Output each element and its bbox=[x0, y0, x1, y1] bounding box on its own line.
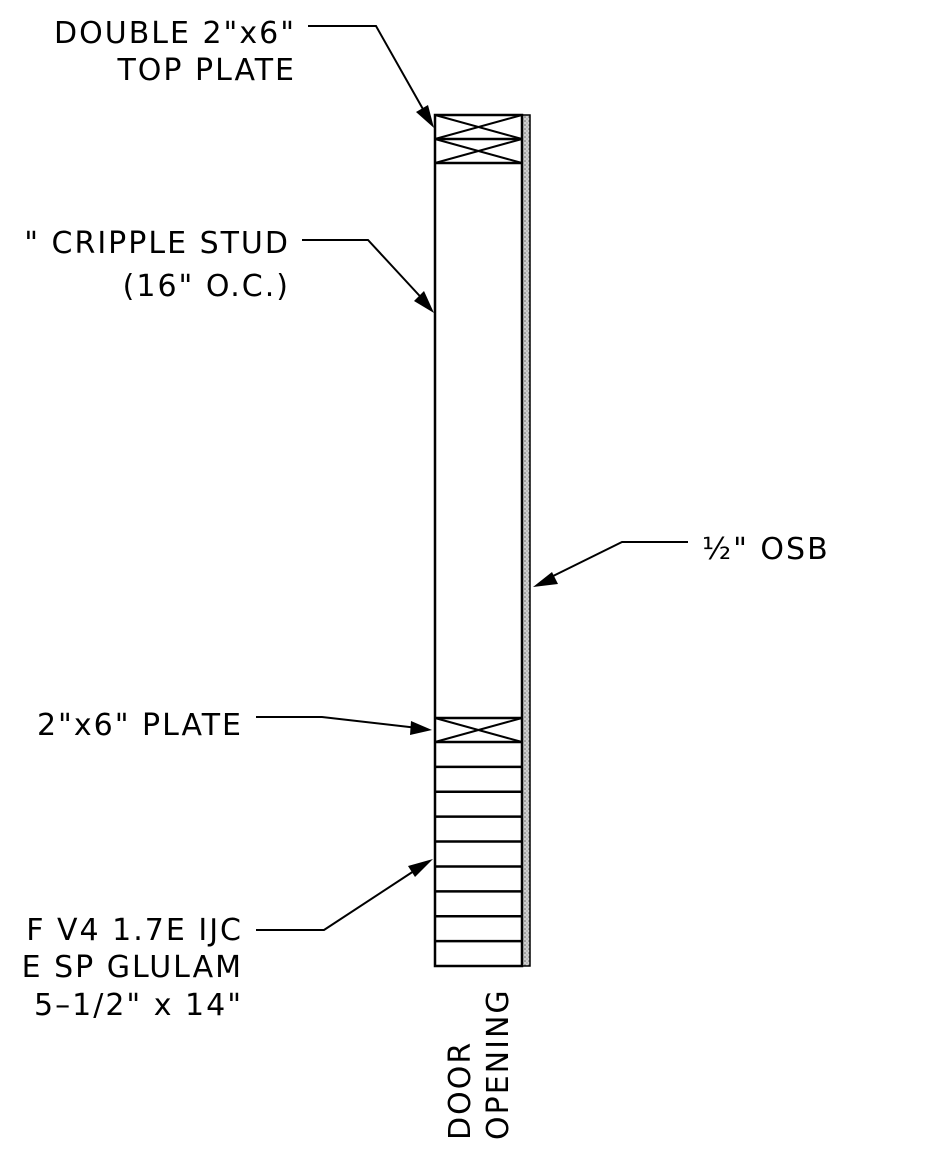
top-plate-label: DOUBLE 2"x6" bbox=[54, 16, 296, 51]
osb-leader bbox=[533, 541, 688, 587]
glulam-label-2: E SP GLULAM bbox=[22, 950, 243, 985]
leaders bbox=[256, 25, 688, 931]
glulam-label-1: F V4 1.7E IJC bbox=[26, 913, 243, 948]
wall-section bbox=[433, 113, 531, 968]
glulam-label-3: 5–1/2" x 14" bbox=[34, 988, 243, 1023]
plate-leader bbox=[256, 716, 432, 735]
top-plate-label-2: TOP PLATE bbox=[116, 53, 296, 88]
plate-label: 2"x6" PLATE bbox=[37, 708, 243, 743]
double-top-plate bbox=[434, 114, 523, 165]
door-opening-label-1: DOOR bbox=[443, 1041, 478, 1140]
door-opening-label-2: OPENING bbox=[481, 988, 516, 1140]
single-plate bbox=[434, 716, 523, 744]
cripple-stud-spacing-label: (16" O.C.) bbox=[123, 269, 290, 304]
door-opening-label: DOOR OPENING bbox=[443, 988, 516, 1140]
osb-label: ½" OSB bbox=[702, 532, 830, 567]
stud-outline bbox=[433, 113, 524, 968]
glulam-header bbox=[435, 765, 522, 943]
cripple-stud-label: " CRIPPLE STUD bbox=[24, 226, 290, 261]
cripple-stud-leader bbox=[302, 239, 434, 313]
top-plate-leader bbox=[308, 25, 434, 128]
glulam-leader bbox=[256, 859, 433, 931]
